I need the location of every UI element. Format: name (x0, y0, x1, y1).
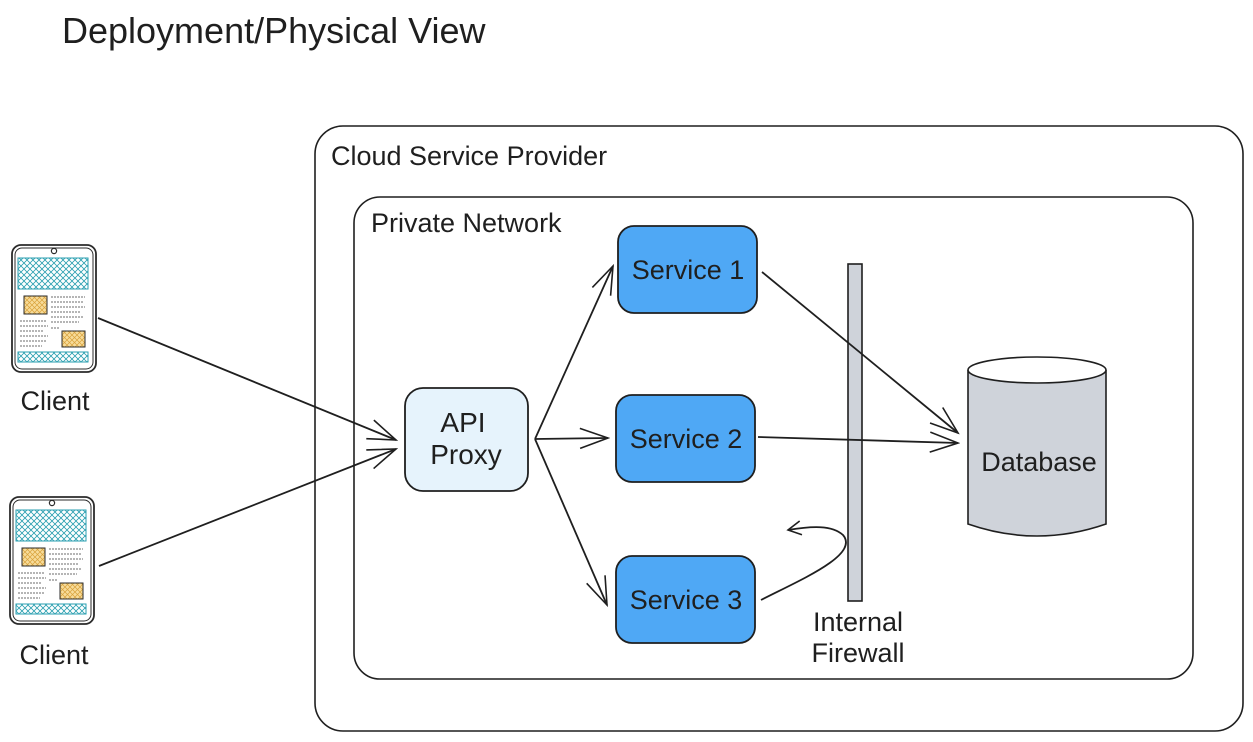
service1-to-database-arrow (761, 271, 958, 433)
service-node (615, 555, 756, 644)
api-proxy-node (404, 387, 529, 492)
proxy-to-service3-arrow (534, 438, 607, 605)
database-node (967, 356, 1107, 537)
proxy-to-service2-arrow (534, 438, 608, 439)
client-to-proxy-arrow (97, 317, 396, 440)
client-label: Client (19, 640, 89, 670)
service2-to-database-arrow (757, 437, 958, 443)
client-to-proxy-arrow (98, 449, 396, 567)
service-label: Service 2 (630, 424, 743, 454)
database-label: Database (981, 447, 1097, 477)
client-phone-icon (11, 244, 97, 373)
service3-blocked-arrow (760, 520, 847, 601)
api-proxy-label: Proxy (430, 439, 502, 470)
private-network-label: Private Network (371, 208, 562, 238)
client-phone-icon (9, 496, 95, 625)
firewall-label: Internal (813, 607, 903, 637)
service-label: Service 3 (630, 585, 743, 615)
service-label: Service 1 (632, 255, 745, 285)
page-title: Deployment/Physical View (62, 10, 487, 51)
cloud-provider-label: Cloud Service Provider (331, 141, 607, 171)
proxy-to-service1-arrow (534, 266, 613, 440)
api-proxy-label: API (440, 407, 485, 438)
service-node (617, 225, 758, 314)
service-node (615, 394, 756, 483)
client-label: Client (20, 386, 90, 416)
firewall-label: Firewall (811, 638, 904, 668)
internal-firewall (847, 263, 863, 602)
